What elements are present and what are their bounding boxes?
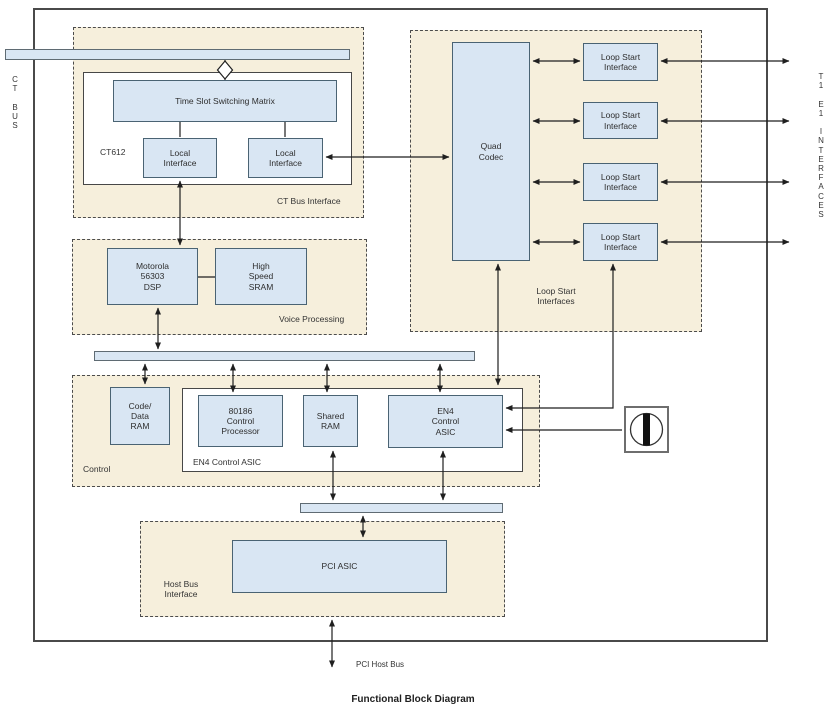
ct-bus-label: C T B U S bbox=[12, 75, 18, 131]
block-loop-start-interface-3: Loop Start Interface bbox=[583, 163, 658, 201]
group-control-label: Control bbox=[83, 464, 111, 474]
block-loop-start-interface-4: Loop Start Interface bbox=[583, 223, 658, 261]
host-bus-bar bbox=[300, 503, 503, 513]
group-loop-start-interfaces-label: Loop Start Interfaces bbox=[536, 286, 576, 307]
block-en4-control-asic: EN4 Control ASIC bbox=[388, 395, 503, 448]
block-local-interface-left: Local Interface bbox=[143, 138, 217, 178]
group-voice-processing-label: Voice Processing bbox=[279, 314, 345, 324]
control-bus-bar bbox=[94, 351, 475, 361]
block-loop-start-interface-1: Loop Start Interface bbox=[583, 43, 658, 81]
block-quad-codec: Quad Codec bbox=[452, 42, 530, 261]
block-local-interface-right: Local Interface bbox=[248, 138, 323, 178]
ct-bus-bar bbox=[5, 49, 350, 60]
block-pci-asic: PCI ASIC bbox=[232, 540, 447, 593]
t1-e1-interfaces-label: T 1 E 1 I N T E R F A C E S bbox=[818, 72, 824, 220]
pci-host-bus-label: PCI Host Bus bbox=[356, 660, 405, 669]
block-shared-ram: Shared RAM bbox=[303, 395, 358, 447]
chip-ct612-label: CT612 bbox=[100, 147, 126, 157]
chip-en4-control-asic-label: EN4 Control ASIC bbox=[193, 457, 262, 467]
block-time-slot-switching-matrix: Time Slot Switching Matrix bbox=[113, 80, 337, 122]
block-80186-control-processor: 80186 Control Processor bbox=[198, 395, 283, 447]
block-high-speed-sram: High Speed SRAM bbox=[215, 248, 307, 305]
block-loop-start-interface-2: Loop Start Interface bbox=[583, 102, 658, 139]
group-ct-bus-interface-label: CT Bus Interface bbox=[277, 196, 341, 206]
group-host-bus-interface-label: Host Bus Interface bbox=[163, 579, 199, 600]
block-code-data-ram: Code/ Data RAM bbox=[110, 387, 170, 445]
block-motorola-56303-dsp: Motorola 56303 DSP bbox=[107, 248, 198, 305]
diagram-title: Functional Block Diagram bbox=[351, 694, 475, 705]
